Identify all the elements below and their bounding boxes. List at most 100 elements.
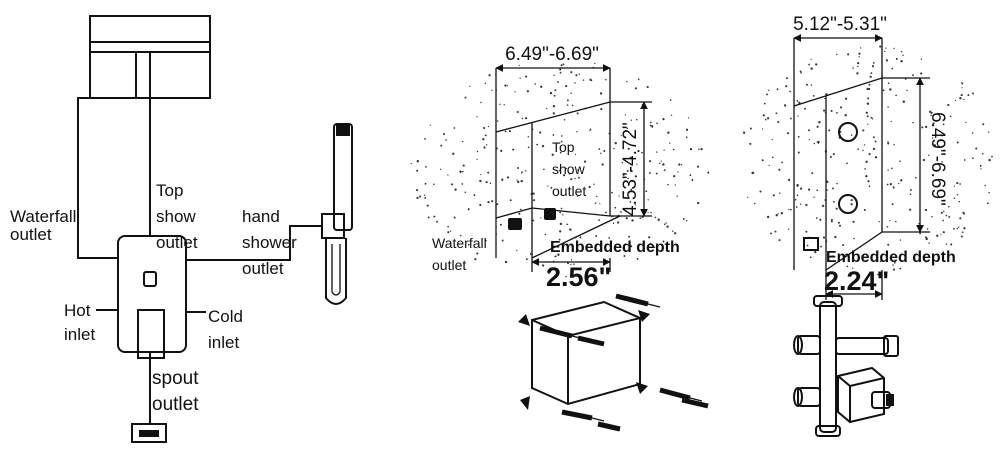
wall-speckle xyxy=(424,182,427,185)
wall-speckle xyxy=(589,129,591,132)
wall-speckle xyxy=(950,243,953,246)
wall-speckle xyxy=(936,234,939,237)
wall-speckle xyxy=(909,193,912,195)
wall-speckle xyxy=(787,178,791,182)
wall-speckle xyxy=(639,217,642,219)
wall-speckle xyxy=(777,213,779,215)
wall-speckle xyxy=(424,138,426,140)
wall-speckle xyxy=(830,109,833,112)
wall-speckle xyxy=(844,97,848,100)
wall-speckle xyxy=(634,87,637,90)
wall-speckle xyxy=(410,162,412,165)
wall-speckle xyxy=(662,240,665,243)
wall-speckle xyxy=(601,163,604,166)
wall-speckle xyxy=(857,65,859,68)
wall-speckle xyxy=(930,114,932,117)
wall-speckle xyxy=(812,95,815,97)
wall-speckle xyxy=(552,134,555,136)
rough-depth-value: 2.24" xyxy=(824,266,889,296)
wall-speckle xyxy=(416,196,419,200)
wall-speckle xyxy=(516,179,518,181)
wall-speckle xyxy=(589,78,592,81)
wall-speckle xyxy=(820,245,822,248)
wall-speckle xyxy=(672,230,674,232)
wall-speckle xyxy=(557,81,559,83)
wall-speckle xyxy=(603,149,606,153)
wall-speckle xyxy=(899,160,901,162)
wall-speckle xyxy=(981,152,984,155)
wall-speckle xyxy=(539,131,542,134)
wall-speckle xyxy=(454,188,457,191)
wall-speckle xyxy=(687,117,690,119)
wall-speckle xyxy=(614,249,617,252)
wall-speckle xyxy=(621,161,624,164)
wall-speckle xyxy=(789,90,791,93)
box-depth-value: 2.56" xyxy=(546,262,611,292)
wall-speckle xyxy=(909,208,912,211)
wall-speckle xyxy=(847,53,850,56)
wall-speckle xyxy=(780,212,784,215)
wall-speckle xyxy=(662,117,665,121)
wall-speckle xyxy=(504,130,507,133)
wall-speckle xyxy=(540,217,542,219)
wall-speckle xyxy=(863,144,866,146)
wall-speckle xyxy=(623,255,626,257)
wall-speckle xyxy=(450,183,454,186)
wall-speckle xyxy=(865,160,868,163)
wall-speckle xyxy=(563,118,566,121)
wall-speckle xyxy=(972,157,974,160)
wall-speckle xyxy=(579,236,582,239)
wall-speckle xyxy=(514,91,516,93)
wall-speckle xyxy=(815,63,818,66)
wall-speckle xyxy=(766,215,770,219)
wall-speckle xyxy=(518,212,521,215)
wall-speckle xyxy=(504,260,508,264)
wall-speckle xyxy=(956,182,959,185)
wall-speckle xyxy=(649,243,652,245)
wall-speckle xyxy=(599,92,603,95)
wall-speckle xyxy=(554,89,557,92)
wall-speckle xyxy=(838,224,842,227)
wall-speckle xyxy=(933,144,936,147)
wall-speckle xyxy=(574,82,576,84)
wall-speckle xyxy=(846,265,849,268)
wall-speckle xyxy=(416,169,419,172)
wall-speckle xyxy=(770,232,772,235)
wall-speckle xyxy=(853,237,855,240)
wall-speckle xyxy=(667,183,669,186)
wall-speckle xyxy=(790,208,792,211)
wall-speckle xyxy=(821,204,825,208)
wall-speckle xyxy=(777,120,780,124)
wall-speckle xyxy=(796,194,799,197)
wall-speckle xyxy=(893,47,895,50)
wall-speckle xyxy=(961,81,963,84)
cold-inlet-label: Cold inlet xyxy=(208,307,248,352)
wall-speckle xyxy=(624,210,626,212)
wall-speckle xyxy=(975,147,978,150)
wall-speckle xyxy=(763,102,766,105)
wall-speckle xyxy=(436,220,438,223)
wall-speckle xyxy=(852,220,855,223)
wall-speckle xyxy=(850,203,853,206)
wall-speckle xyxy=(469,85,471,88)
wall-speckle xyxy=(805,203,808,207)
wall-speckle xyxy=(945,243,948,245)
wall-speckle xyxy=(626,81,628,83)
wall-speckle xyxy=(766,117,770,120)
wall-speckle xyxy=(870,116,873,119)
wall-speckle xyxy=(766,93,768,96)
wall-speckle xyxy=(961,231,964,234)
wall-speckle xyxy=(772,194,775,197)
wall-speckle xyxy=(525,75,528,78)
wall-speckle xyxy=(808,138,810,141)
wall-speckle xyxy=(442,132,446,136)
wall-speckle xyxy=(508,130,511,133)
wall-speckle xyxy=(925,260,927,263)
wall-speckle xyxy=(520,179,523,183)
wall-speckle xyxy=(878,220,880,223)
wall-speckle xyxy=(889,88,892,91)
wall-speckle xyxy=(794,198,797,201)
wall-speckle xyxy=(565,167,567,170)
wall-speckle xyxy=(808,188,811,191)
wall-speckle xyxy=(663,149,665,151)
